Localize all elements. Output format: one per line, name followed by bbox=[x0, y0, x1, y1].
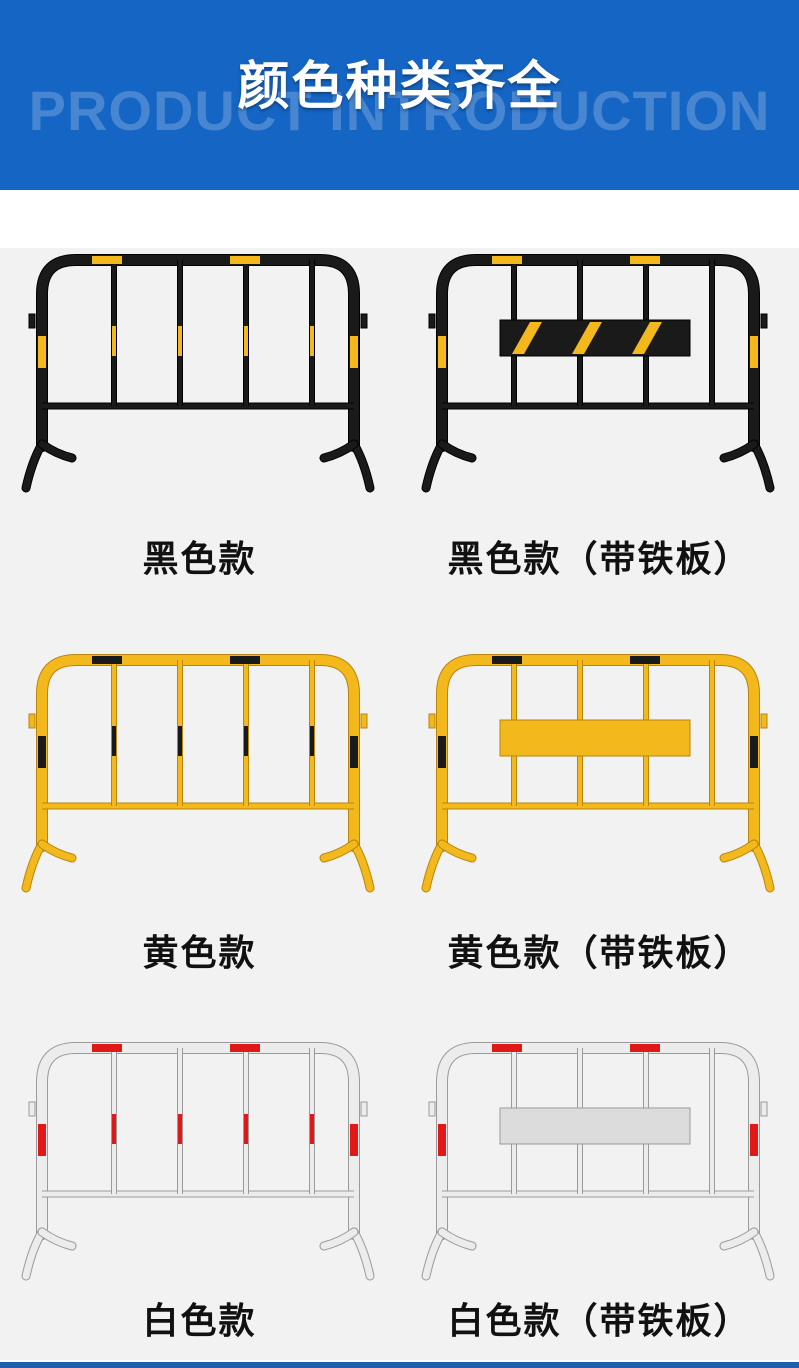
foot bbox=[320, 840, 358, 862]
side-stripe bbox=[38, 1124, 46, 1156]
frame-outline bbox=[36, 254, 360, 452]
top-stripe bbox=[92, 656, 122, 664]
top-stripe bbox=[230, 256, 260, 264]
side-clip bbox=[28, 713, 36, 729]
product-label: 白色款（带铁板） bbox=[447, 1301, 752, 1342]
product-label: 黑色款（带铁板） bbox=[447, 539, 752, 580]
foot bbox=[320, 1228, 358, 1250]
product-label: 白色款 bbox=[142, 1301, 257, 1342]
side-stripe bbox=[38, 736, 46, 768]
foot bbox=[720, 840, 758, 862]
fence-white-plate-image bbox=[421, 1042, 775, 1281]
foot bbox=[38, 440, 76, 462]
side-clip bbox=[760, 1101, 768, 1117]
frame-tube bbox=[37, 1043, 359, 1239]
bar-stripe bbox=[112, 326, 116, 356]
plate-stripe bbox=[512, 322, 542, 354]
header-title: 颜色种类齐全 bbox=[237, 57, 562, 117]
side-clip bbox=[760, 313, 768, 329]
side-stripe bbox=[438, 1124, 446, 1156]
bar-stripe bbox=[310, 1114, 314, 1144]
bottom-divider bbox=[0, 1362, 799, 1368]
fence-yellow-plate-image bbox=[421, 654, 775, 893]
side-clip bbox=[428, 713, 436, 729]
header-banner: PRODUCT INTRODUCTION 颜色种类齐全 bbox=[0, 0, 799, 190]
bar-stripe bbox=[244, 1114, 248, 1144]
bar-stripe bbox=[112, 726, 116, 756]
frame-tube bbox=[437, 255, 759, 451]
top-stripe bbox=[630, 1044, 660, 1052]
frame-tube bbox=[37, 655, 359, 851]
side-clip bbox=[28, 1101, 36, 1117]
iron-plate bbox=[499, 1107, 691, 1145]
bar-stripe bbox=[244, 726, 248, 756]
bar-stripe bbox=[310, 726, 314, 756]
top-stripe bbox=[630, 256, 660, 264]
product-card-white-plate: 白色款（带铁板） bbox=[400, 1036, 799, 1366]
side-clip bbox=[428, 1101, 436, 1117]
side-clip bbox=[760, 713, 768, 729]
side-clip bbox=[360, 1101, 368, 1117]
foot bbox=[38, 840, 76, 862]
side-stripe bbox=[750, 736, 758, 768]
frame-outline bbox=[36, 654, 360, 852]
frame-tube bbox=[37, 255, 359, 451]
top-stripe bbox=[92, 1044, 122, 1052]
side-stripe bbox=[750, 1124, 758, 1156]
product-card-black: 黑色款 bbox=[0, 248, 399, 618]
bar-stripe bbox=[310, 326, 314, 356]
product-card-yellow: 黄色款 bbox=[0, 648, 399, 1018]
product-card-black-plate: 黑色款（带铁板） bbox=[400, 248, 799, 618]
plate-stripe bbox=[572, 322, 602, 354]
product-card-white: 白色款 bbox=[0, 1036, 399, 1366]
side-stripe bbox=[350, 336, 358, 368]
bar-stripe bbox=[178, 326, 182, 356]
side-clip bbox=[360, 313, 368, 329]
product-label: 黑色款 bbox=[142, 539, 257, 580]
foot bbox=[438, 840, 476, 862]
side-clip bbox=[360, 713, 368, 729]
frame-tube bbox=[437, 1043, 759, 1239]
iron-plate bbox=[499, 719, 691, 757]
foot bbox=[720, 1228, 758, 1250]
bar-stripe bbox=[112, 1114, 116, 1144]
frame-tube bbox=[437, 655, 759, 851]
side-stripe bbox=[750, 336, 758, 368]
foot bbox=[320, 440, 358, 462]
header-subtitle: PRODUCT INTRODUCTION bbox=[28, 79, 771, 142]
top-stripe bbox=[492, 1044, 522, 1052]
top-stripe bbox=[492, 656, 522, 664]
product-label: 黄色款（带铁板） bbox=[447, 933, 752, 974]
bar-stripe bbox=[244, 326, 248, 356]
side-stripe bbox=[38, 336, 46, 368]
fence-black-image bbox=[21, 254, 375, 493]
foot bbox=[438, 1228, 476, 1250]
side-stripe bbox=[438, 736, 446, 768]
top-stripe bbox=[492, 256, 522, 264]
frame-outline bbox=[36, 1042, 360, 1240]
side-stripe bbox=[350, 736, 358, 768]
fence-black-plate-image bbox=[421, 254, 775, 493]
top-stripe bbox=[230, 1044, 260, 1052]
side-stripe bbox=[438, 336, 446, 368]
top-stripe bbox=[230, 656, 260, 664]
foot bbox=[38, 1228, 76, 1250]
foot bbox=[720, 440, 758, 462]
product-card-yellow-plate: 黄色款（带铁板） bbox=[400, 648, 799, 1018]
foot bbox=[438, 440, 476, 462]
product-label: 黄色款 bbox=[142, 933, 257, 974]
bar-stripe bbox=[178, 1114, 182, 1144]
product-grid: 黑色款 黑色款（带铁板） 黄色款 黄色款（带铁板） 白色款 白色款（带铁板） bbox=[0, 248, 799, 1360]
top-stripe bbox=[92, 256, 122, 264]
side-clip bbox=[428, 313, 436, 329]
fence-yellow-image bbox=[21, 654, 375, 893]
top-stripe bbox=[630, 656, 660, 664]
side-clip bbox=[28, 313, 36, 329]
plate-stripe bbox=[632, 322, 662, 354]
fence-white-image bbox=[21, 1042, 375, 1281]
bar-stripe bbox=[178, 726, 182, 756]
side-stripe bbox=[350, 1124, 358, 1156]
